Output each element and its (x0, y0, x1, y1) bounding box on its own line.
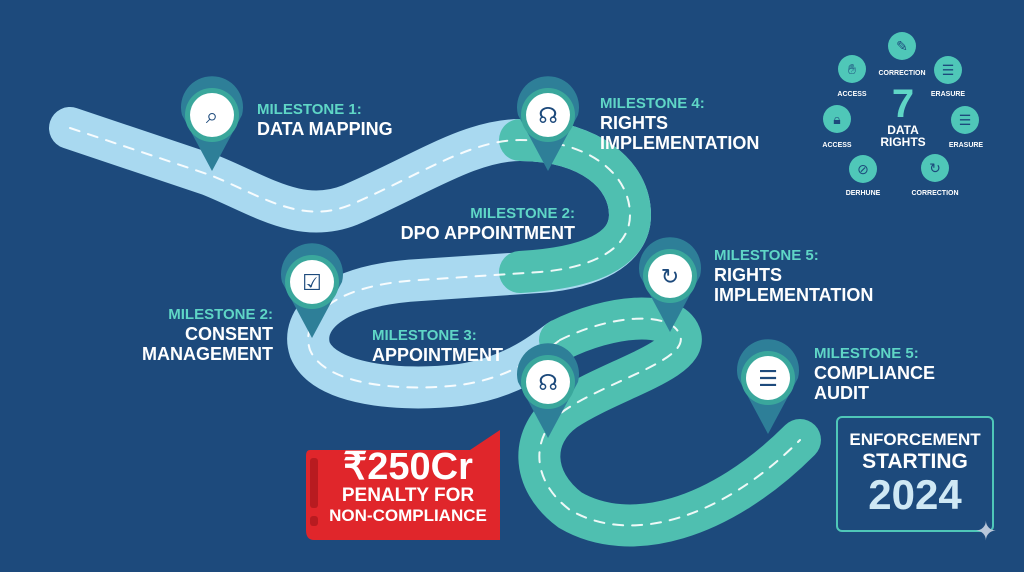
milestone-4-label: MILESTONE 4:RIGHTS IMPLEMENTATION (600, 95, 780, 153)
rights-label-1: DATA (887, 123, 919, 137)
hand-icon: ✋︎ (838, 55, 866, 83)
penalty-banner-shape (306, 430, 500, 540)
sparkle-icon: ✦ (975, 516, 997, 546)
milestone-title: RIGHTS IMPLEMENTATION (714, 264, 874, 305)
rights-count: 7 (891, 82, 915, 126)
user-sync-icon: ↻ (661, 265, 679, 290)
checkbox-click-icon: ☑ (302, 271, 322, 296)
rights-label-2: RIGHTS (880, 135, 926, 149)
milestone-5-rights-label: MILESTONE 5:RIGHTS IMPLEMENTATION (714, 247, 894, 305)
milestone-heading: MILESTONE 2: (168, 306, 273, 323)
trash-crossed-icon: ⊘ (849, 155, 877, 183)
penalty-amount: ₹250Cr (343, 446, 473, 488)
refresh-icon: ↻ (921, 154, 949, 182)
milestone-dpo-label: MILESTONE 2:DPO APPOINTMENT (400, 205, 575, 243)
checkbox-click-icon-pin: ☑ (281, 243, 344, 338)
milestone-heading: MILESTONE 5: (814, 345, 919, 362)
right-label: ACCESS (822, 142, 852, 149)
right-label: CORRECTION (911, 190, 959, 197)
right-label: ACCESS (837, 91, 867, 98)
right-label: DERHUNE (845, 190, 881, 197)
milestone-heading: MILESTONE 3: (372, 327, 477, 344)
enforcement-year: 2024 (868, 471, 962, 518)
document-edit-icon: ✎ (888, 32, 916, 60)
milestone-5-audit-label: MILESTONE 5:COMPLIANCE AUDIT (814, 345, 954, 403)
right-label: ERASURE (930, 91, 966, 98)
penalty-line-2: NON-COMPLIANCE (329, 505, 487, 525)
enforcement-line-1: ENFORCEMENT (849, 430, 981, 449)
milestone-title: CONSENT MANAGEMENT (142, 323, 273, 364)
right-label: CORRECTION (878, 70, 926, 77)
milestone-3-label: MILESTONE 3:APPOINTMENT (372, 327, 504, 365)
user-sync-icon-pin: ↻ (639, 237, 702, 332)
enforcement-line-2: STARTING (862, 450, 968, 473)
database-search-icon: ⌕ (206, 104, 218, 129)
milestone-title: DATA MAPPING (257, 118, 393, 139)
headset-agent-icon: ☊ (538, 104, 558, 129)
database-search-icon-pin: ⌕ (181, 76, 244, 171)
penalty-banner: ₹250Cr PENALTY FOR NON-COMPLIANCE (300, 430, 502, 545)
lock-icon: 🔒︎ (823, 105, 851, 133)
milestone-heading: MILESTONE 5: (714, 247, 819, 264)
milestone-title: APPOINTMENT (372, 344, 504, 365)
milestone-consent-label: MILESTONE 2:CONSENT MANAGEMENT (130, 306, 273, 364)
milestone-heading: MILESTONE 2: (470, 205, 575, 222)
headset-agent-icon-pin: ☊ (517, 343, 579, 438)
milestone-title: DPO APPOINTMENT (400, 222, 575, 243)
milestone-title: RIGHTS IMPLEMENTATION (600, 112, 760, 153)
headset-agent-icon-pin: ☊ (517, 76, 579, 171)
clipboard-check-icon-pin: ☰ (736, 339, 800, 434)
milestone-heading: MILESTONE 1: (257, 101, 362, 118)
right-label: ERASURE (948, 142, 984, 149)
milestone-title: COMPLIANCE AUDIT (814, 362, 935, 403)
headset-agent-icon: ☊ (538, 371, 558, 396)
server-erase-icon: ☰ (934, 56, 962, 84)
milestone-heading: MILESTONE 4: (600, 95, 705, 112)
server-icon: ☰ (951, 106, 979, 134)
enforcement-box: ENFORCEMENT STARTING 2024 (836, 416, 994, 532)
clipboard-check-icon: ☰ (758, 367, 778, 392)
penalty-line-1: PENALTY FOR (341, 485, 475, 506)
milestone-1-label: MILESTONE 1:DATA MAPPING (257, 101, 393, 139)
